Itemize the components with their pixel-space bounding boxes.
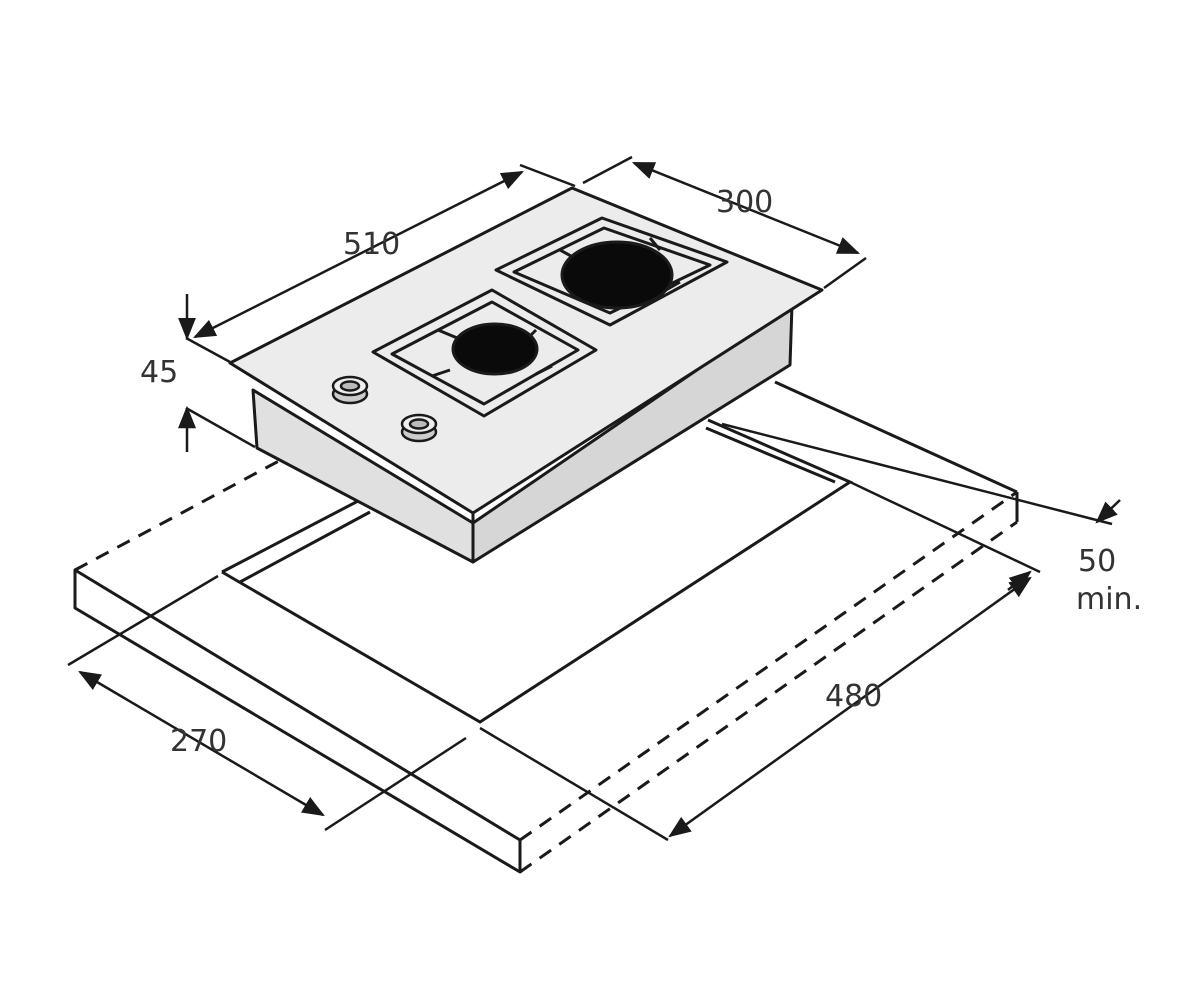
dim-510-ext-right	[519, 163, 576, 188]
dim-300-ext-right	[823, 256, 867, 290]
dim-300-line	[631, 161, 861, 255]
dim-270-ext-right	[324, 736, 467, 832]
control-knob-1	[331, 375, 369, 405]
label-height-45: 45	[140, 355, 179, 390]
dim-510-line	[192, 170, 525, 339]
dim-510-ext-left	[185, 336, 231, 364]
hob	[228, 186, 824, 564]
dim-45-ext-bottom	[185, 406, 256, 449]
dim-50-line	[1095, 499, 1121, 524]
dim-480-line	[668, 576, 1032, 838]
small-burner	[451, 322, 539, 376]
dim-270-ext-left	[67, 574, 219, 667]
cutout-opening	[221, 418, 854, 724]
label-clearance-min: min.	[1076, 582, 1143, 617]
large-burner	[560, 240, 674, 310]
dim-50-ext-1	[721, 422, 1113, 526]
label-clearance-50: 50	[1078, 544, 1117, 579]
label-cutout-270: 270	[170, 724, 228, 759]
dim-480-ext-right	[849, 480, 1041, 574]
label-width-510: 510	[343, 227, 401, 262]
worktop-back-edge	[774, 380, 1019, 522]
dimension-lines	[67, 155, 1121, 842]
dim-270-line	[78, 670, 325, 817]
dim-480-ext-left	[479, 726, 669, 842]
label-depth-300: 300	[716, 185, 774, 220]
control-knob-2	[400, 413, 438, 443]
dim-300-ext-top	[582, 155, 633, 185]
label-cutout-480: 480	[825, 679, 883, 714]
